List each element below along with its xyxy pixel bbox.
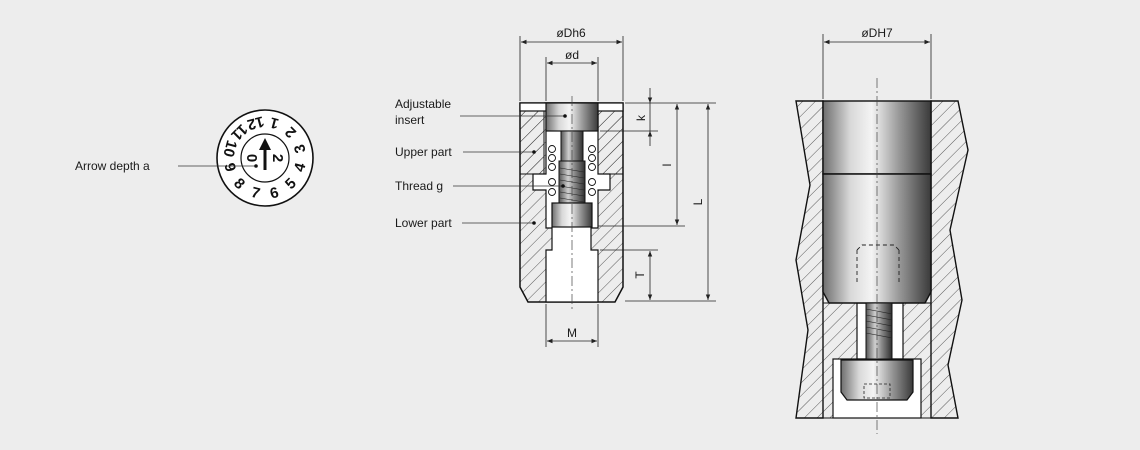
T-dim: T xyxy=(633,271,647,279)
outer-diameter-dim: øDh6 xyxy=(556,26,586,40)
L-dim: L xyxy=(691,198,705,205)
upper-part-label: Upper part xyxy=(395,145,452,159)
inner-diameter-dim: ød xyxy=(565,48,579,62)
bore-dimension: øDH7 xyxy=(822,26,932,99)
k-dim: k xyxy=(634,114,648,121)
bore-diameter-dim: øDH7 xyxy=(861,26,893,40)
adjustable-insert-label-2: insert xyxy=(395,113,425,127)
M-dim: M xyxy=(567,326,577,340)
arrow-up-icon xyxy=(259,138,271,170)
installed-view xyxy=(795,78,969,434)
dial-center-number-2: 0 xyxy=(243,154,260,162)
thread-g-label: Thread g xyxy=(395,179,443,193)
l-dim: l xyxy=(660,164,674,167)
section-labels: Adjustable insert Upper part Thread g Lo… xyxy=(395,97,567,230)
dial-center-number-1: 2 xyxy=(269,154,286,162)
section-dimensions: øDh6 ød k l L T M xyxy=(519,26,716,347)
dial-ring-number: 10 xyxy=(219,138,240,159)
adjustable-insert-label-1: Adjustable xyxy=(395,97,451,111)
stamp-body xyxy=(822,173,932,304)
lower-part-label: Lower part xyxy=(395,216,452,230)
dial-ring-number: 12 xyxy=(245,112,266,133)
arrow-depth-label: Arrow depth a xyxy=(75,159,150,173)
datestamp-section-view xyxy=(519,96,624,310)
